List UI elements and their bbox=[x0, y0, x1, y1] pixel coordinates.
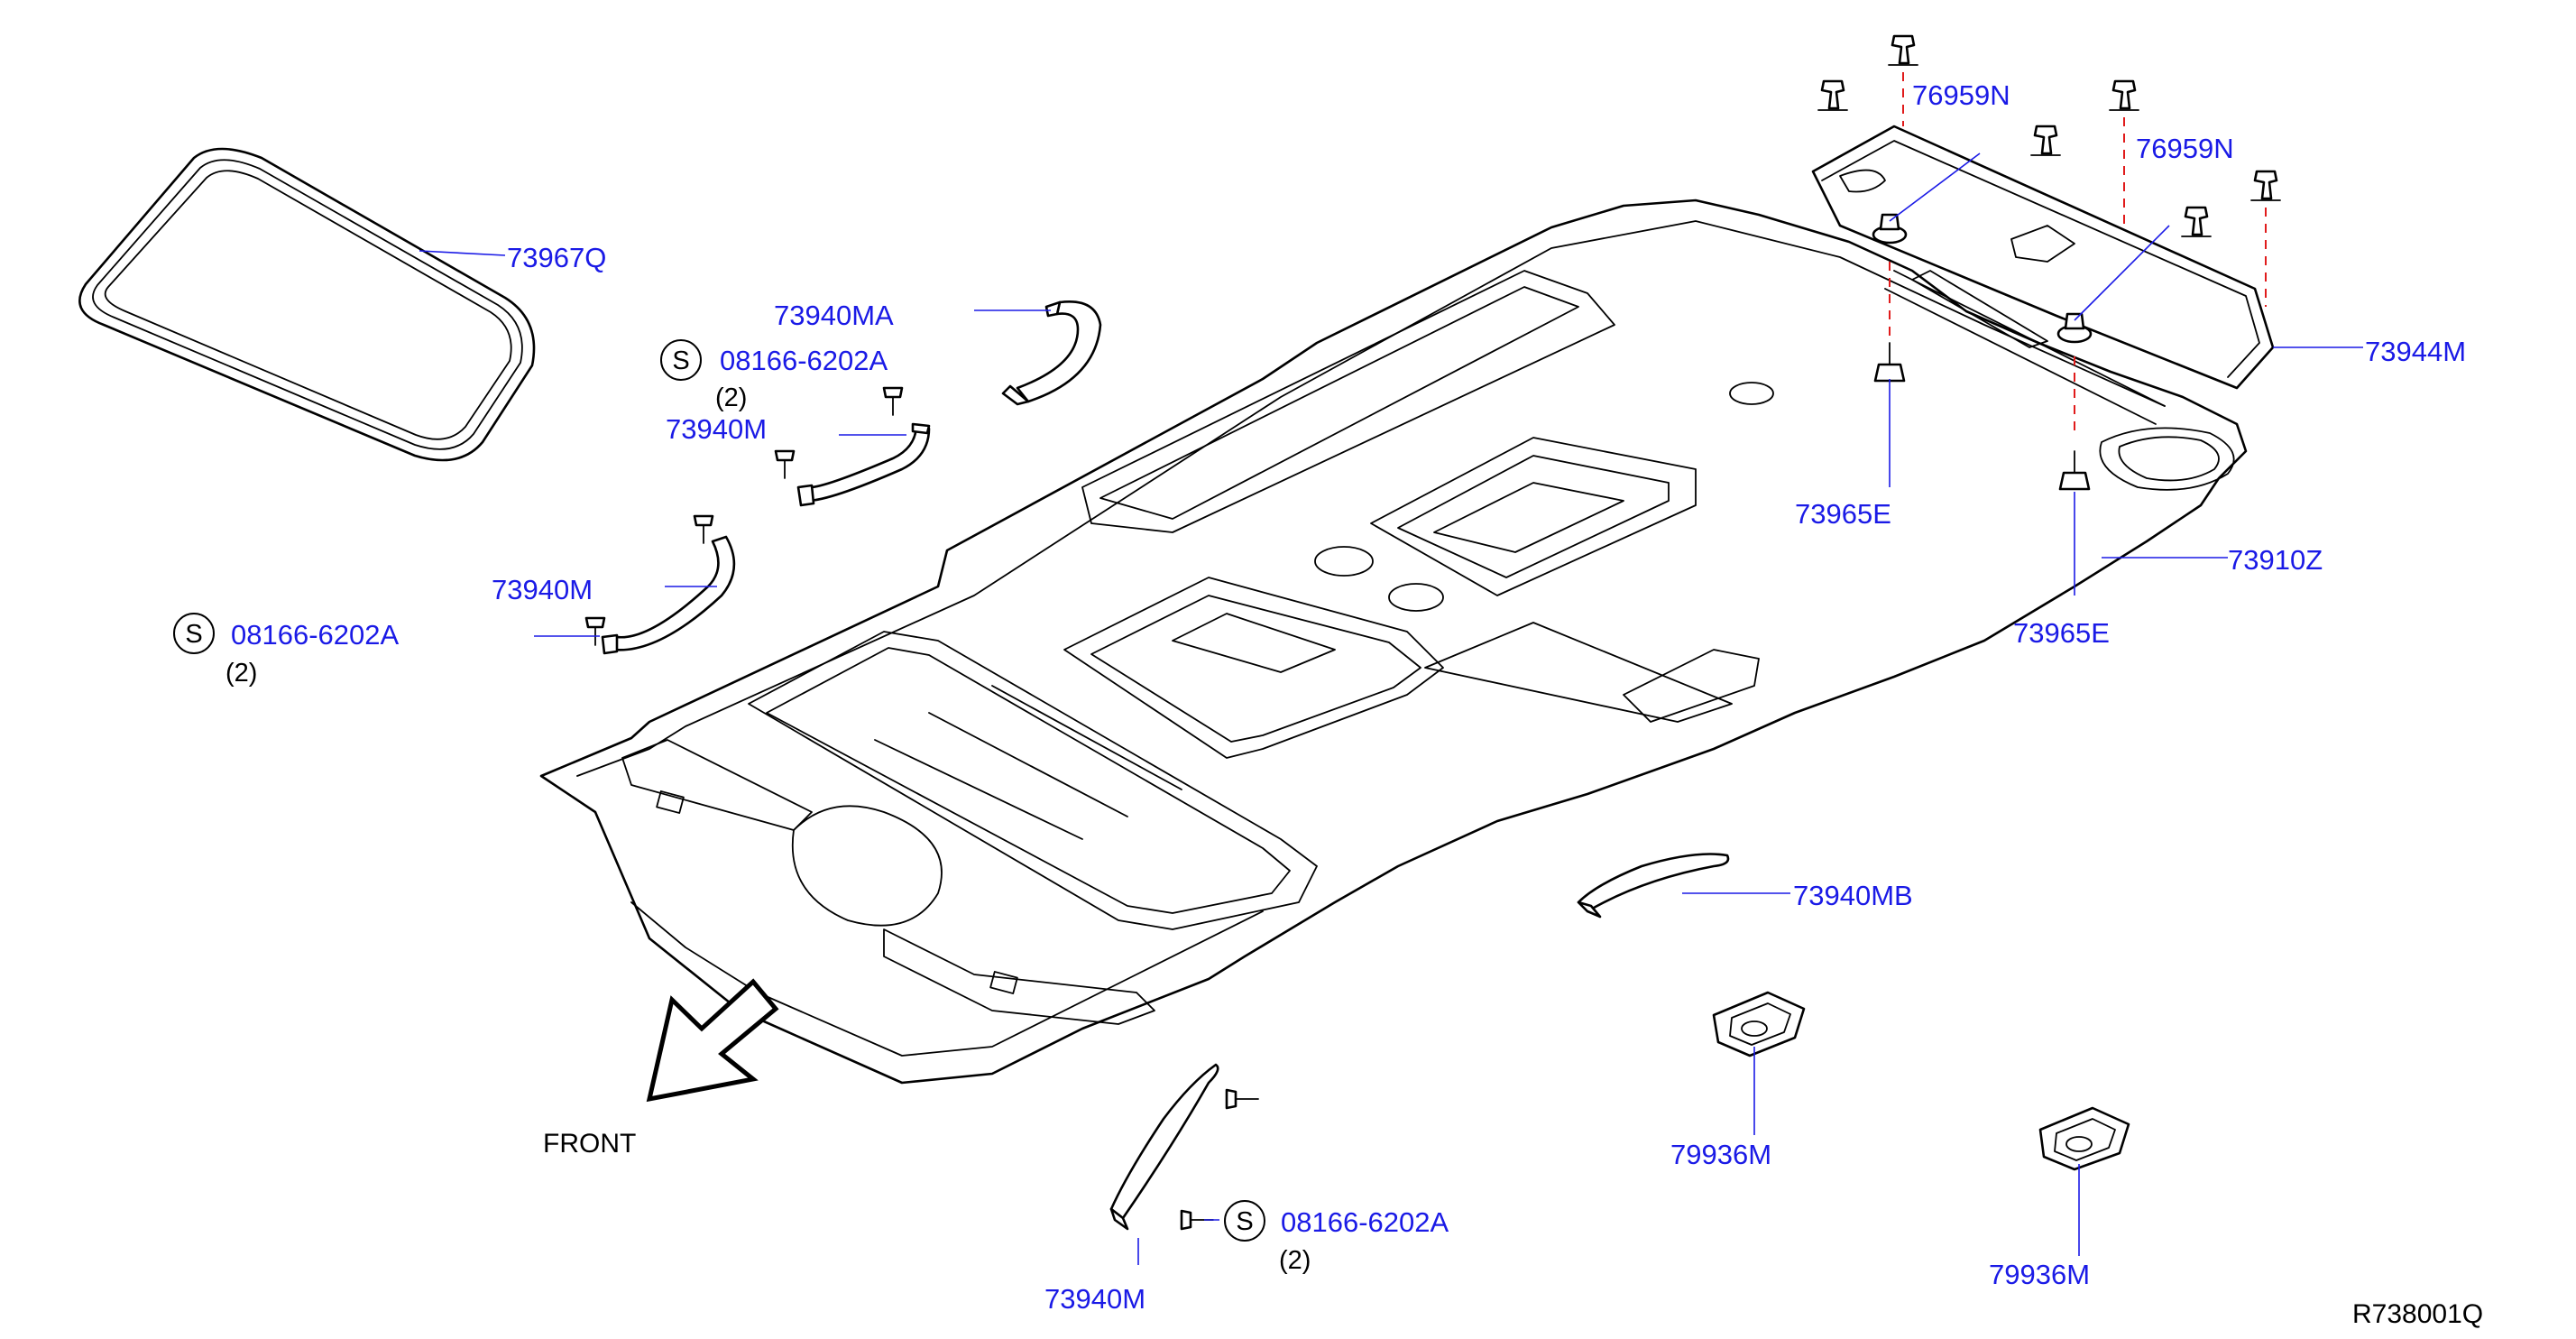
label-front: FRONT bbox=[543, 1129, 636, 1159]
sunroof-seal-drawing bbox=[78, 147, 536, 462]
label-assist-grip-mb: 73940MB bbox=[1793, 880, 1913, 911]
label-clip-b: 76959N bbox=[2136, 133, 2234, 164]
label-screw-top: 08166-6202A bbox=[720, 345, 888, 376]
assist-grip-m-top-drawing bbox=[774, 386, 931, 507]
label-assist-grip-m-left: 73940M bbox=[492, 574, 593, 605]
svg-text:S: S bbox=[1236, 1207, 1253, 1236]
label-screw-left-qty: (2) bbox=[225, 659, 257, 688]
assist-grip-m-bottom-drawing bbox=[1109, 1063, 1259, 1231]
label-rear-trim: 73944M bbox=[2365, 336, 2466, 367]
label-assist-grip-m-bottom: 73940M bbox=[1044, 1283, 1145, 1315]
label-headlining: 73910Z bbox=[2228, 544, 2323, 576]
label-holder-a: 73965E bbox=[1795, 498, 1891, 530]
front-arrow-icon bbox=[646, 978, 779, 1103]
label-screw-top-qty: (2) bbox=[715, 383, 747, 412]
assist-grip-mb-drawing bbox=[1577, 853, 1730, 919]
headlining-drawing bbox=[539, 199, 2248, 1085]
svg-text:S: S bbox=[672, 346, 689, 375]
lamp-b-drawing bbox=[2038, 1106, 2130, 1171]
screw-symbol-icon-left: S bbox=[173, 613, 215, 654]
label-reference-code: R738001Q bbox=[2352, 1299, 2483, 1329]
leader-lines bbox=[419, 152, 2363, 1265]
label-holder-b: 73965E bbox=[2013, 617, 2110, 649]
svg-text:S: S bbox=[185, 620, 202, 649]
label-clip-a: 76959N bbox=[1912, 79, 2010, 111]
assist-grip-m-left-drawing bbox=[584, 514, 736, 655]
label-screw-bottom-qty: (2) bbox=[1279, 1246, 1311, 1275]
label-assist-grip-m-top: 73940M bbox=[666, 413, 767, 445]
label-lamp-b: 79936M bbox=[1989, 1259, 2090, 1290]
lamp-a-drawing bbox=[1712, 991, 1806, 1057]
label-screw-bottom: 08166-6202A bbox=[1281, 1206, 1449, 1238]
label-assist-grip-ma: 73940MA bbox=[774, 300, 894, 331]
screw-symbol-icon-bottom: S bbox=[1224, 1200, 1265, 1242]
label-screw-left: 08166-6202A bbox=[231, 619, 399, 651]
clip-set-drawing bbox=[1817, 34, 2281, 491]
label-sunroof-seal: 73967Q bbox=[507, 242, 606, 273]
screw-symbol-icon-top: S bbox=[660, 339, 702, 381]
assist-grip-ma-drawing bbox=[1001, 300, 1102, 406]
label-lamp-a: 79936M bbox=[1670, 1139, 1771, 1170]
